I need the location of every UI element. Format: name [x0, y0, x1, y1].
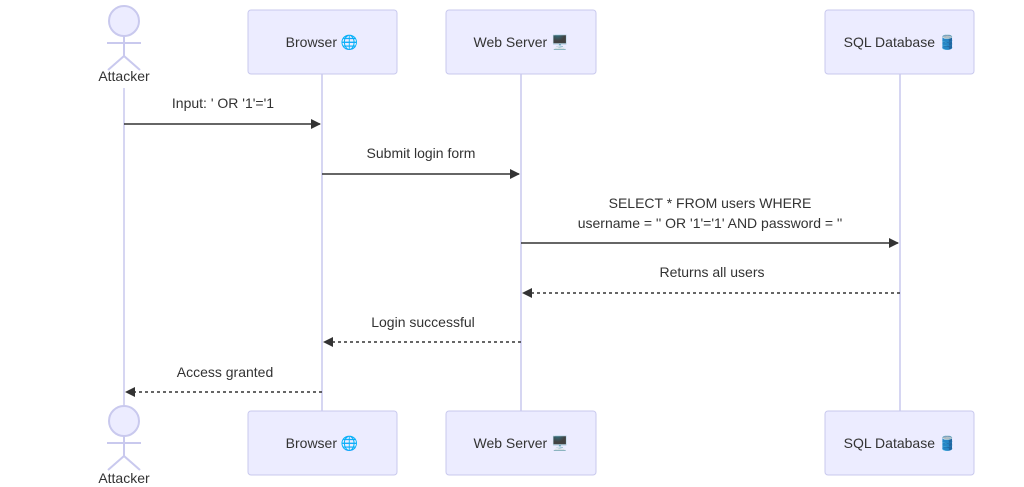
participant-database-bottom: SQL Database 🛢️: [824, 410, 975, 476]
message-4: Returns all users: [522, 264, 900, 298]
participant-webserver-top: Web Server 🖥️: [445, 9, 597, 75]
participant-attacker-top: Attacker: [98, 5, 150, 84]
message-label: Login successful: [371, 314, 475, 330]
actor-stick-figure-icon: [107, 405, 141, 471]
message-label-line-1: SELECT * FROM users WHERE: [609, 195, 812, 211]
message-1: Input: ' OR '1'='1: [124, 95, 321, 129]
participant-browser-top: Browser 🌐: [247, 9, 398, 75]
participant-webserver-bottom: Web Server 🖥️: [445, 410, 597, 476]
message-5: Login successful: [323, 314, 521, 347]
message-label: Submit login form: [367, 145, 476, 161]
message-2: Submit login form: [322, 145, 520, 179]
participant-label: Web Server 🖥️: [474, 34, 569, 51]
participant-attacker-bottom: Attacker: [98, 405, 150, 486]
message-3: SELECT * FROM users WHERE username = '' …: [521, 195, 899, 248]
participant-label: SQL Database 🛢️: [844, 435, 957, 452]
message-label: Returns all users: [659, 264, 764, 280]
participant-label: Browser 🌐: [286, 34, 359, 51]
participant-label: Attacker: [98, 470, 150, 486]
message-label: Input: ' OR '1'='1: [172, 95, 274, 111]
message-label-line-2: username = '' OR '1'='1' AND password = …: [578, 215, 843, 231]
participant-database-top: SQL Database 🛢️: [824, 9, 975, 75]
message-label: Access granted: [177, 364, 274, 380]
participant-label: Web Server 🖥️: [474, 435, 569, 452]
participant-label: Attacker: [98, 68, 150, 84]
actor-stick-figure-icon: [107, 5, 141, 71]
message-6: Access granted: [125, 364, 322, 397]
participant-browser-bottom: Browser 🌐: [247, 410, 398, 476]
participant-label: Browser 🌐: [286, 435, 359, 452]
participant-label: SQL Database 🛢️: [844, 34, 957, 51]
